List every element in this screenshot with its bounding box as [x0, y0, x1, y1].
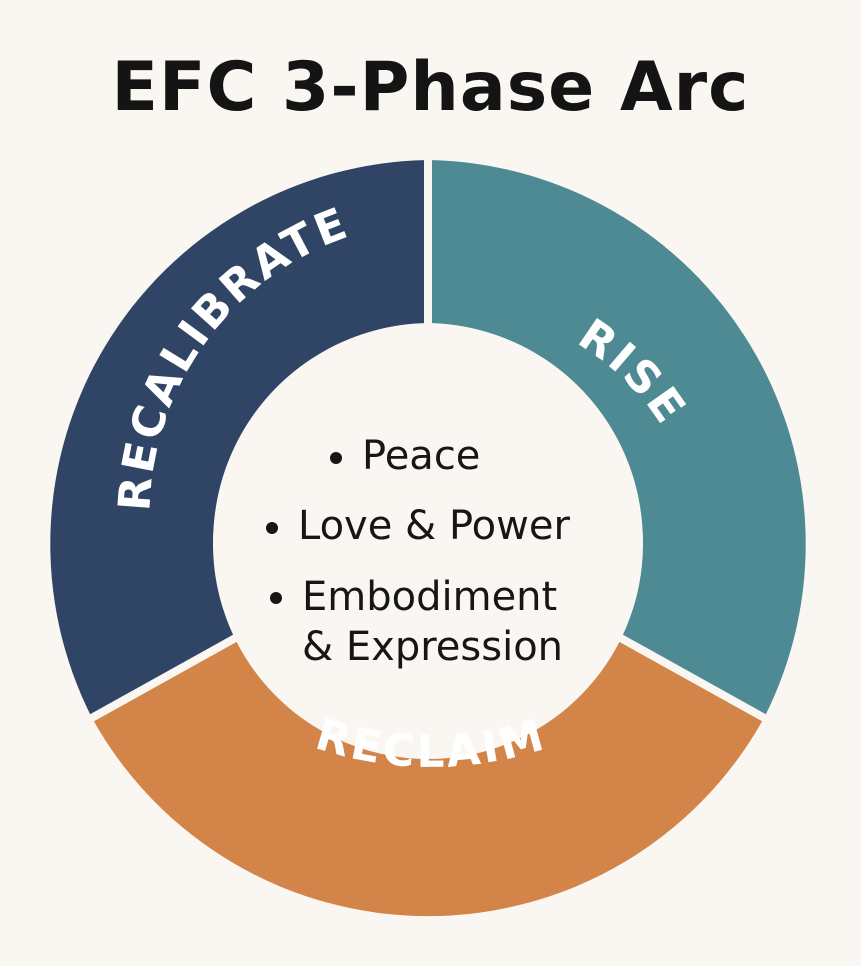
segment-reclaim: [92, 638, 764, 917]
divider-right: [615, 632, 770, 724]
diagram-title: EFC 3-Phase Arc: [111, 48, 750, 127]
center-item-love-power: Love & Power: [240, 502, 620, 550]
center-item-peace: Peace: [240, 432, 620, 480]
segment-dividers: [86, 156, 770, 724]
center-list: Peace Love & Power Embodiment & Expressi…: [240, 432, 620, 694]
center-circle: [213, 329, 643, 759]
segment-rise: [428, 160, 806, 718]
segment-recalibrate: [50, 160, 429, 718]
center-item-embodiment: Embodiment & Expression: [240, 572, 620, 672]
divider-left: [86, 632, 241, 724]
